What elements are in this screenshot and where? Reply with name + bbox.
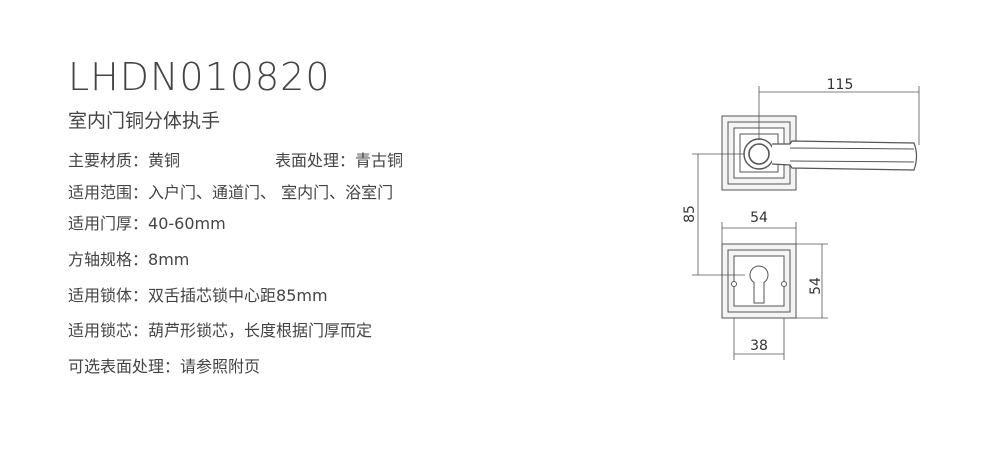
spec-label: 适用范围： xyxy=(68,183,149,202)
spec-label: 表面处理： xyxy=(275,151,356,170)
dimension-label: 115 xyxy=(827,77,854,93)
dimension-plate-width: 54 xyxy=(721,210,797,244)
spec-door-thickness: 适用门厚：40-60mm xyxy=(68,216,226,232)
spec-value: 40-60mm xyxy=(148,214,226,233)
dimension-label: 54 xyxy=(750,210,768,226)
spec-value: 双舌插芯锁中心距85mm xyxy=(148,286,328,305)
dimension-handle-length: 115 xyxy=(758,77,920,145)
spec-cylinder: 适用锁芯：葫芦形锁芯，长度根据门厚而定 xyxy=(68,323,372,339)
escutcheon-plate xyxy=(721,243,797,319)
dimension-hole-spacing: 38 xyxy=(733,318,785,360)
spec-value: 黄铜 xyxy=(148,151,181,170)
spec-finish: 表面处理：青古铜 xyxy=(275,153,403,169)
spec-value: 8mm xyxy=(148,250,190,269)
dimension-label: 38 xyxy=(750,338,768,354)
spec-label: 可选表面处理： xyxy=(68,357,181,376)
spec-label: 主要材质： xyxy=(68,151,149,170)
spec-optional-finish: 可选表面处理：请参照附页 xyxy=(68,359,260,375)
spec-lock-body: 适用锁体：双舌插芯锁中心距85mm xyxy=(68,288,328,304)
dimension-label: 85 xyxy=(682,205,698,223)
model-number: LHDN010820 xyxy=(68,55,331,99)
spec-scope: 适用范围：入户门、通道门、 室内门、浴室门 xyxy=(68,185,393,201)
spec-spindle: 方轴规格：8mm xyxy=(68,252,189,268)
spec-label: 适用锁芯： xyxy=(68,321,149,340)
spec-label: 方轴规格： xyxy=(68,250,149,269)
lever-handle xyxy=(743,138,918,171)
dimension-plate-height: 54 xyxy=(796,243,828,319)
product-title: 室内门铜分体执手 xyxy=(68,110,221,132)
spec-label: 适用锁体： xyxy=(68,286,149,305)
spec-value: 入户门、通道门、 室内门、浴室门 xyxy=(148,183,394,202)
dimension-label: 54 xyxy=(808,277,824,295)
spec-value: 青古铜 xyxy=(355,151,404,170)
spec-label: 适用门厚： xyxy=(68,214,149,233)
spec-value: 葫芦形锁芯，长度根据门厚而定 xyxy=(148,321,373,340)
spec-material: 主要材质：黄铜 xyxy=(68,153,180,169)
spec-value: 请参照附页 xyxy=(180,357,261,376)
dimension-center-distance: 85 xyxy=(682,153,745,276)
